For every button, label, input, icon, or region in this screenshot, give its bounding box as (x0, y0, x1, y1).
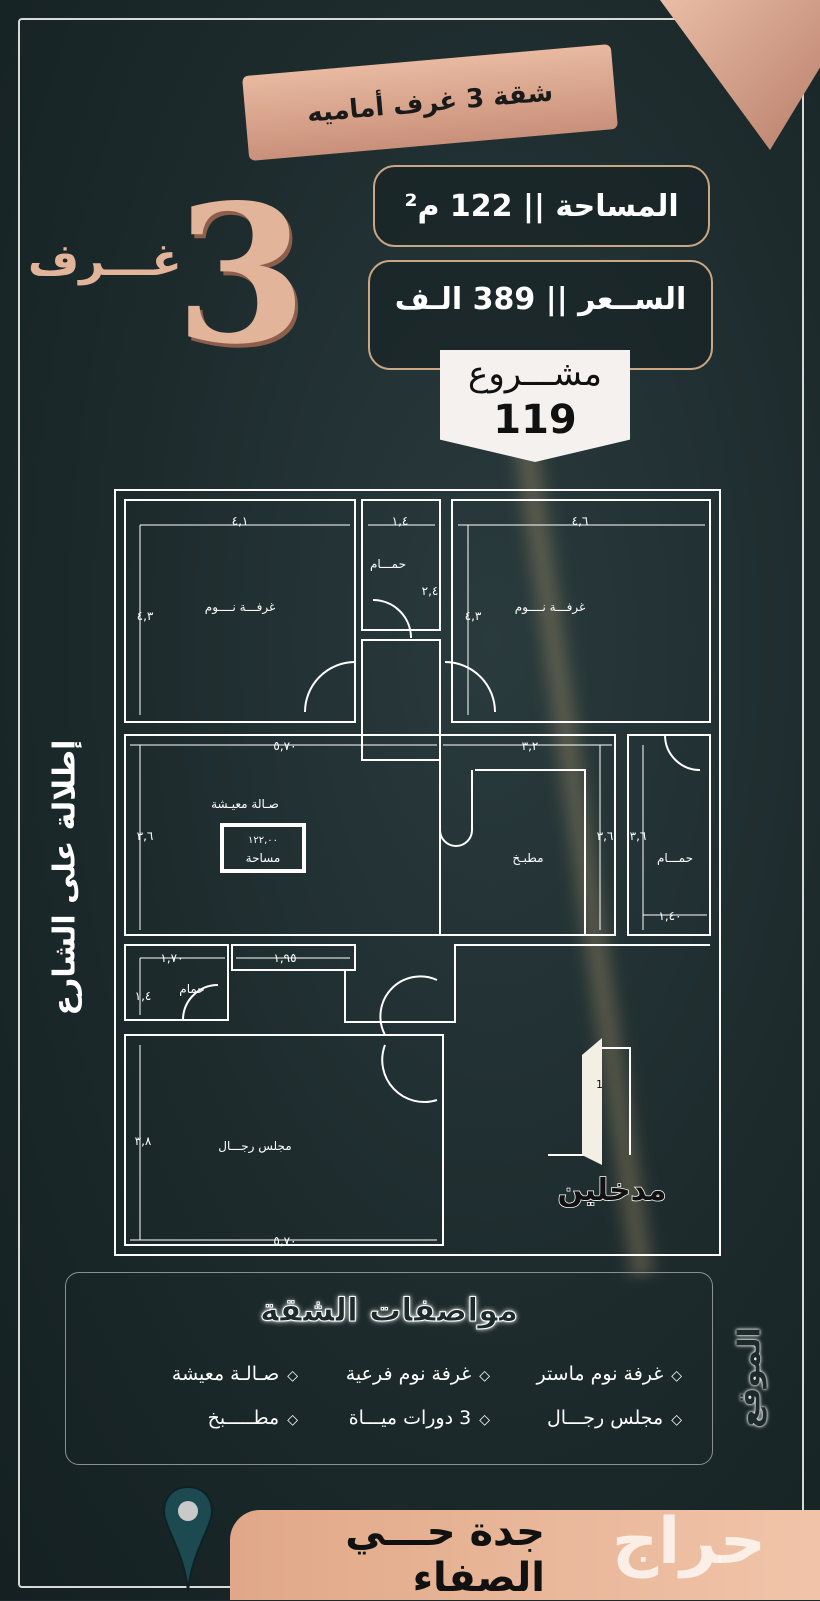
specs-list: ◇ غرفة نوم ماستر ◇ غرفة نوم فرعية ◇ صـالـة … (106, 1363, 682, 1429)
dim-label: ٣,٨ (135, 1134, 152, 1148)
room-majlis: مجلس رجـــال (218, 1139, 291, 1154)
room-bedroom2: غرفـــة نــــوم (515, 600, 585, 615)
room-bedroom1: غرفـــة نــــوم (205, 600, 275, 615)
room-bath-top: حمـــام (370, 557, 406, 571)
area-box-value: ١٢٢,٠٠ (248, 835, 278, 846)
spec-text: مطـــــبخ (207, 1407, 280, 1429)
entrance-label: مدخلين (557, 1173, 666, 1208)
bath-small-wall (124, 944, 229, 1021)
diamond-icon: ◇ (479, 1412, 490, 1428)
dimension-lines (130, 524, 707, 1241)
map-pin-icon (162, 1485, 214, 1592)
room-bath-right: حمـــام (657, 851, 693, 865)
diamond-icon: ◇ (671, 1412, 682, 1428)
rooms-number: 3 (175, 163, 308, 386)
bedroom1-wall (124, 499, 356, 723)
spec-item: ◇ مجلس رجـــال (490, 1407, 682, 1429)
price-label: الســعر (578, 282, 687, 317)
spec-text: غرفة نوم ماستر (536, 1363, 664, 1385)
door-swing (444, 661, 496, 713)
dim-label: ٤,٣ (137, 609, 154, 623)
dim-label: ٥,٧٠ (273, 1234, 296, 1248)
closet-wall (231, 944, 356, 971)
price-value: 389 الـف (394, 282, 536, 317)
spec-item: ◇ غرفة نوم فرعية (298, 1363, 490, 1385)
dim-label: ٤,٦ (572, 514, 589, 528)
majlis-wall (124, 1034, 444, 1246)
area-label: المساحة (555, 188, 679, 224)
dim-label: ٤,٣ (465, 609, 482, 623)
diamond-icon: ◇ (479, 1368, 490, 1384)
room-bath-small: حمام (179, 982, 204, 996)
dim-label: ٣,٦ (630, 829, 647, 843)
area-pill: المساحة || 122 م² (373, 165, 710, 247)
project-label: مشـــروع (468, 354, 602, 394)
room-kitchen: مطبـخ (512, 851, 543, 865)
dim-label: ٤,١ (232, 514, 249, 528)
separator: || (523, 188, 545, 224)
spec-text: 3 دورات ميـــاة (348, 1407, 472, 1429)
spec-item: ◇ مطـــــبخ (106, 1407, 298, 1429)
kitchen-island (439, 770, 473, 847)
door-swing (664, 734, 701, 771)
door-swing (182, 984, 219, 1021)
door-swing (304, 661, 356, 713)
area-box (220, 823, 306, 873)
dim-label: ٣,٦ (597, 829, 614, 843)
area-box-label: مساحة (246, 851, 281, 865)
outer-wall (114, 489, 721, 1256)
corridor-wall (361, 639, 441, 761)
separator: || (545, 282, 568, 317)
street-view-label: إطلالة على الشارع (47, 739, 83, 1016)
kitchen-wall (440, 734, 616, 936)
spec-item: ◇ صـالـة معيشة (106, 1363, 298, 1385)
street-view-label-wrap: إطلالة على الشارع (0, 740, 210, 1016)
location-text: جدة حـــي الصفاء (345, 1509, 545, 1601)
project-badge: مشـــروع 119 (440, 350, 630, 462)
diamond-icon: ◇ (287, 1412, 298, 1428)
door-swing (381, 1044, 438, 1103)
spec-text: صـالـة معيشة (171, 1363, 280, 1385)
spec-text: مجلس رجـــال (547, 1407, 664, 1429)
kitchen-counter (475, 769, 586, 935)
bath-right-wall (627, 734, 711, 936)
location-banner: جدة حـــي الصفاء (230, 1509, 820, 1601)
door-icon: 1 (548, 1038, 631, 1165)
spec-text: غرفة نوم فرعية (345, 1363, 472, 1385)
dim-label: ١,٤ (392, 514, 409, 528)
dim-label: ٥,٧٠ (273, 739, 296, 753)
bath-top-wall (361, 499, 441, 631)
dim-label: ١,٤٠ (658, 909, 681, 923)
dim-label: ١,٩٥ (273, 951, 296, 965)
dim-label: ٣,٢ (522, 739, 539, 753)
door-number: 1 (596, 1078, 603, 1091)
dim-label: ١,٧٠ (160, 951, 183, 965)
bedroom2-wall (451, 499, 711, 723)
hall-wall (344, 944, 710, 1023)
location-vertical-label: الموقع (732, 1327, 768, 1428)
door-swing (372, 599, 412, 639)
door-swing (379, 975, 438, 1036)
room-living: صـالة معيـشة (211, 797, 279, 811)
area-value: 122 م² (404, 188, 513, 224)
watermark: حراج (612, 1505, 766, 1579)
price-pill: الســعر || 389 الـف (368, 260, 713, 370)
project-number: 119 (493, 397, 577, 443)
specs-box: مواصفات الشقة ◇ غرفة نوم ماستر ◇ غرفة نوم … (65, 1272, 713, 1465)
specs-title: مواصفات الشقة (259, 1291, 519, 1330)
dim-label: ٣,٦ (137, 829, 154, 843)
rooms-word: غـــرف (28, 235, 182, 286)
spec-item: ◇ 3 دورات ميـــاة (298, 1407, 490, 1429)
living-wall (124, 734, 441, 936)
diamond-icon: ◇ (671, 1368, 682, 1384)
dim-label: ١,٤ (135, 989, 152, 1003)
spec-item: ◇ غرفة نوم ماستر (490, 1363, 682, 1385)
dim-label: ٢,٤ (422, 584, 439, 598)
diamond-icon: ◇ (287, 1368, 298, 1384)
